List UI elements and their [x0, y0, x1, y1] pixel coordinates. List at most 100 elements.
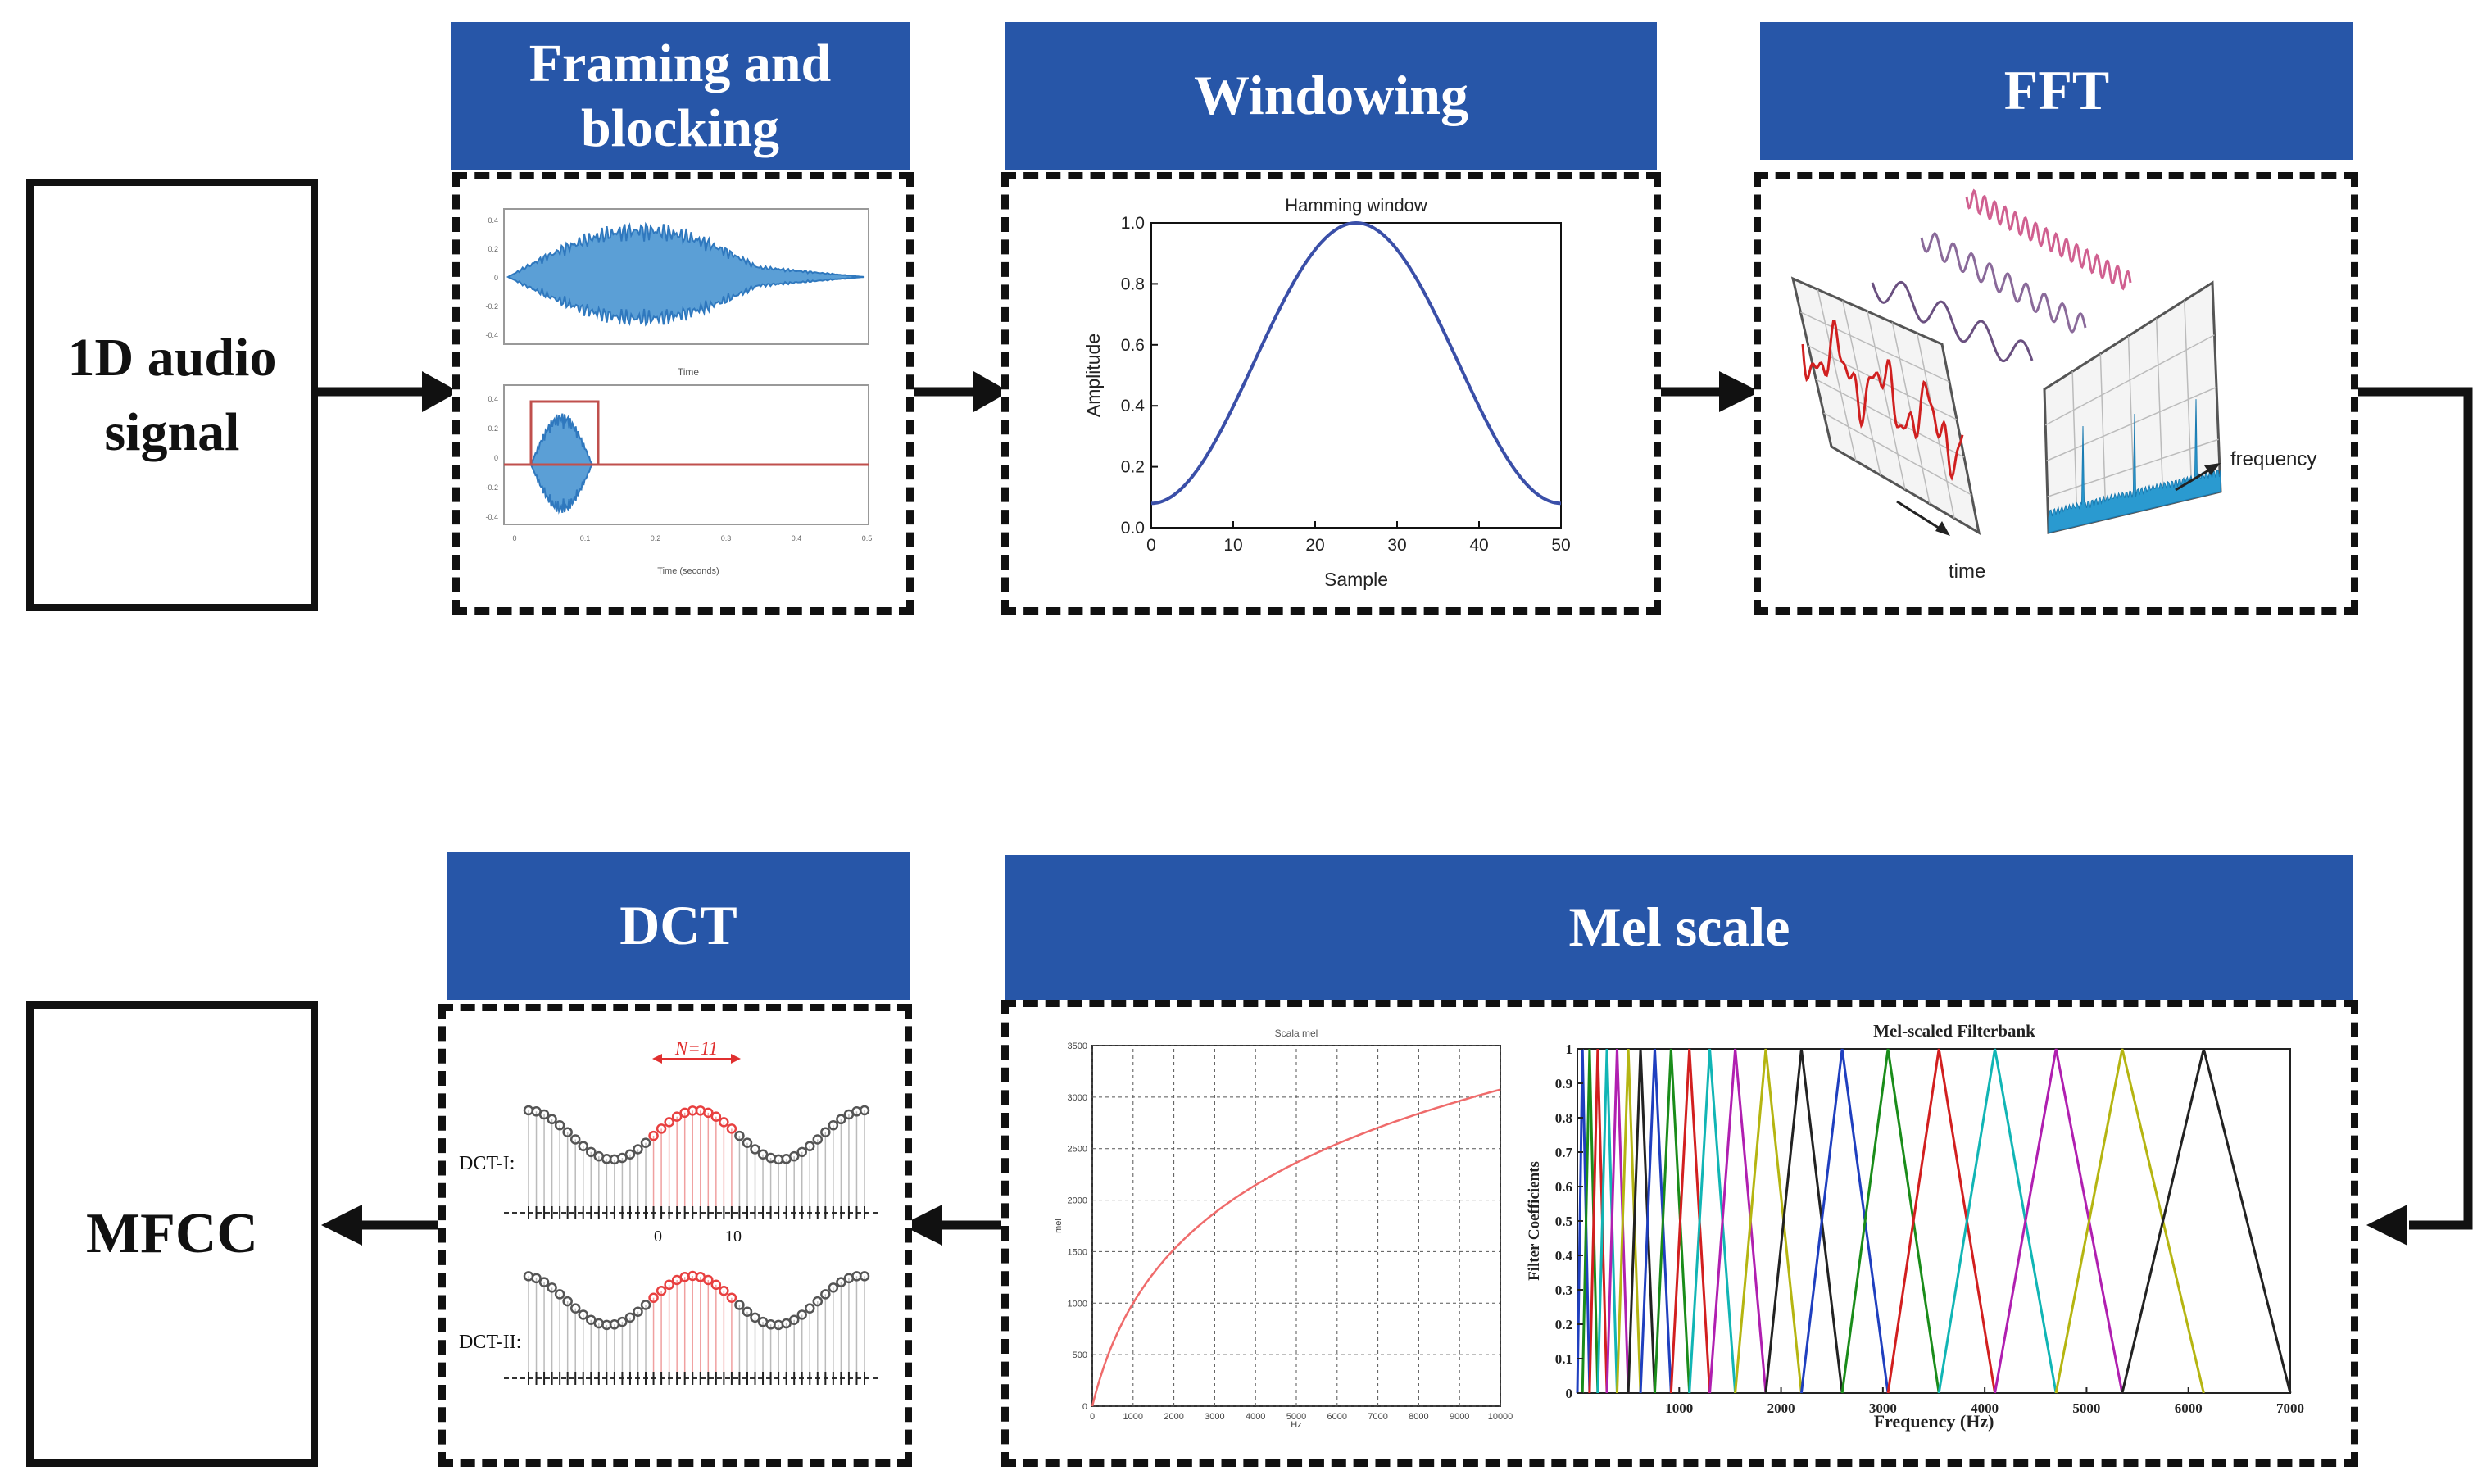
- dct-sample: [554, 1120, 565, 1131]
- framing-xtick: 0: [512, 534, 516, 542]
- mel-filter-triangle: [1886, 1048, 1997, 1394]
- dct-sample: [648, 1130, 659, 1141]
- hamming-curve: [1151, 220, 1561, 506]
- dct-sample: [812, 1134, 824, 1145]
- mel-filter-triangle: [1581, 1048, 1599, 1394]
- filterbank-xtick-label: 5000: [2072, 1400, 2100, 1416]
- hamming-xtick-label: 0: [1146, 536, 1156, 555]
- filterbank-ytick-label: 0.3: [1555, 1282, 1572, 1298]
- mel-filter-triangle: [1669, 1048, 1712, 1394]
- grid-line: [1817, 289, 1857, 461]
- dct1-stems: [504, 1105, 881, 1219]
- dct-sample: [836, 1277, 846, 1287]
- grid-line: [1823, 412, 1972, 496]
- dct-sample: [719, 1117, 729, 1128]
- mel-filter-triangle: [1627, 1048, 1656, 1394]
- arrow-head: [1719, 371, 1760, 412]
- dct-sample: [828, 1282, 839, 1293]
- frame-highlight-box: [529, 400, 600, 466]
- dct-sample: [742, 1137, 753, 1148]
- dct-sample: [788, 1150, 800, 1162]
- filterbank-ytick-label: 0.6: [1555, 1179, 1572, 1195]
- dct1-label: DCT-I:: [459, 1153, 515, 1174]
- hamming-xtick-label: 40: [1469, 536, 1488, 555]
- hamming-xtick-label: 30: [1387, 536, 1406, 555]
- dct-sample: [569, 1134, 581, 1145]
- mel-xtick: 7000: [1368, 1412, 1387, 1422]
- framing-ytick: -0.2: [485, 302, 498, 311]
- filterbank-xtick-label: 7000: [2276, 1400, 2304, 1416]
- mel-filter-triangle: [1840, 1048, 1940, 1394]
- dct-sample: [531, 1273, 542, 1284]
- mfcc-output-box: MFCC: [26, 1001, 318, 1467]
- mel-filter-triangle: [1688, 1048, 1737, 1394]
- dct-sample: [836, 1114, 846, 1125]
- mel-ytick: 3000: [1068, 1093, 1087, 1103]
- grid-line: [1815, 379, 1965, 458]
- framing-xtick: 0.5: [862, 534, 873, 542]
- mel-ytick: 2000: [1068, 1196, 1087, 1206]
- dct-sample: [710, 1279, 722, 1291]
- mel-ylabel: mel: [1054, 1219, 1064, 1233]
- dct-sample: [820, 1127, 831, 1137]
- dct-sample: [796, 1146, 807, 1158]
- dct-sample: [569, 1303, 581, 1314]
- input-signal-box: 1D audio signal: [26, 179, 318, 611]
- mel-xtick: 8000: [1409, 1412, 1428, 1422]
- hamming-xlabel: Sample: [1324, 569, 1388, 590]
- bottom-xlabel: Time (seconds): [657, 566, 719, 576]
- framing-ytick: 0.2: [488, 245, 498, 253]
- dct-sample: [664, 1117, 674, 1128]
- mel-filter-triangle: [1937, 1048, 2058, 1394]
- dct-sample: [805, 1303, 815, 1314]
- hamming-ytick-label: 0.6: [1121, 336, 1145, 355]
- dct-sample: [562, 1296, 573, 1307]
- mel-curve: [1091, 1088, 1501, 1407]
- dct-sample: [671, 1111, 683, 1122]
- filterbank-ytick-label: 0.9: [1555, 1076, 1572, 1091]
- grid-line: [1867, 311, 1906, 490]
- framing-xtick: 0.2: [651, 534, 661, 542]
- mel-xtick: 10000: [1488, 1412, 1513, 1422]
- mfcc-label: MFCC: [86, 1202, 258, 1265]
- dct-sample: [703, 1107, 714, 1119]
- framing-ytick: 0.2: [488, 424, 498, 433]
- fft-header: FFT: [1760, 22, 2353, 160]
- top-xlabel: Time: [678, 366, 700, 378]
- mel-title: Mel scale: [1568, 896, 1790, 959]
- framing-ytick: 0: [494, 454, 498, 462]
- dct-sample: [734, 1130, 745, 1141]
- mel-xtick: 9000: [1450, 1412, 1469, 1422]
- dct-sample: [656, 1286, 667, 1296]
- filterbank-xtick-label: 4000: [1971, 1400, 1999, 1416]
- mel-filter-triangle: [1588, 1048, 1608, 1394]
- grid-line: [1800, 311, 1950, 383]
- input-signal-label: 1D audio signal: [67, 327, 277, 462]
- dct-sample: [578, 1309, 588, 1320]
- frequency-label: frequency: [2230, 448, 2316, 470]
- hamming-ytick-label: 0.4: [1121, 397, 1146, 415]
- mel-filter-triangle: [1764, 1048, 1844, 1394]
- framing-xtick: 0.3: [721, 534, 732, 542]
- filterbank-xlabel: Frequency (Hz): [1874, 1411, 1994, 1432]
- filterbank-ytick-label: 0.8: [1555, 1110, 1572, 1126]
- dct-sample: [703, 1274, 714, 1286]
- filterbank-ytick-label: 0.5: [1555, 1214, 1572, 1229]
- top-waveform: [506, 221, 865, 327]
- mel-header: Mel scale: [1005, 855, 2353, 1000]
- n-bracket-left: [652, 1054, 662, 1064]
- mel-filter-triangle: [2121, 1048, 2292, 1394]
- framing-xtick: 0.4: [792, 534, 802, 542]
- dct-panel: [438, 1004, 912, 1467]
- mel-xtick: 1000: [1123, 1412, 1143, 1422]
- dct-sample: [734, 1300, 745, 1310]
- hamming-ylabel: Amplitude: [1082, 334, 1104, 417]
- dct-sample: [633, 1306, 643, 1317]
- mel-xtick: 0: [1090, 1412, 1095, 1422]
- dct-sample: [812, 1296, 824, 1307]
- dct-sample: [648, 1292, 659, 1303]
